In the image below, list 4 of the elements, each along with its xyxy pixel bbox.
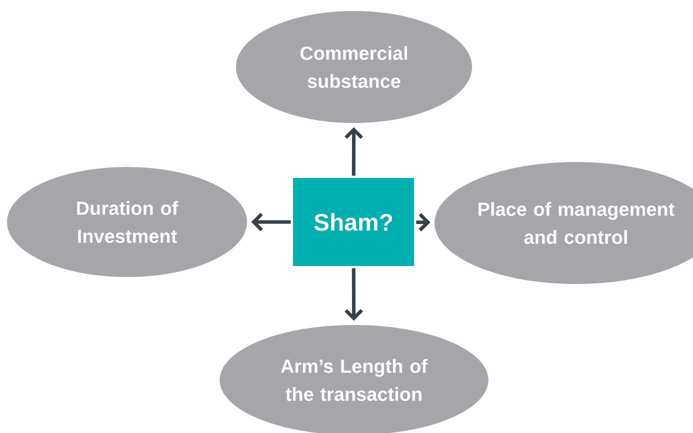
arrow (251, 212, 291, 232)
arrow (344, 127, 364, 176)
arrow (344, 268, 364, 321)
center-box: Sham? (293, 178, 414, 266)
